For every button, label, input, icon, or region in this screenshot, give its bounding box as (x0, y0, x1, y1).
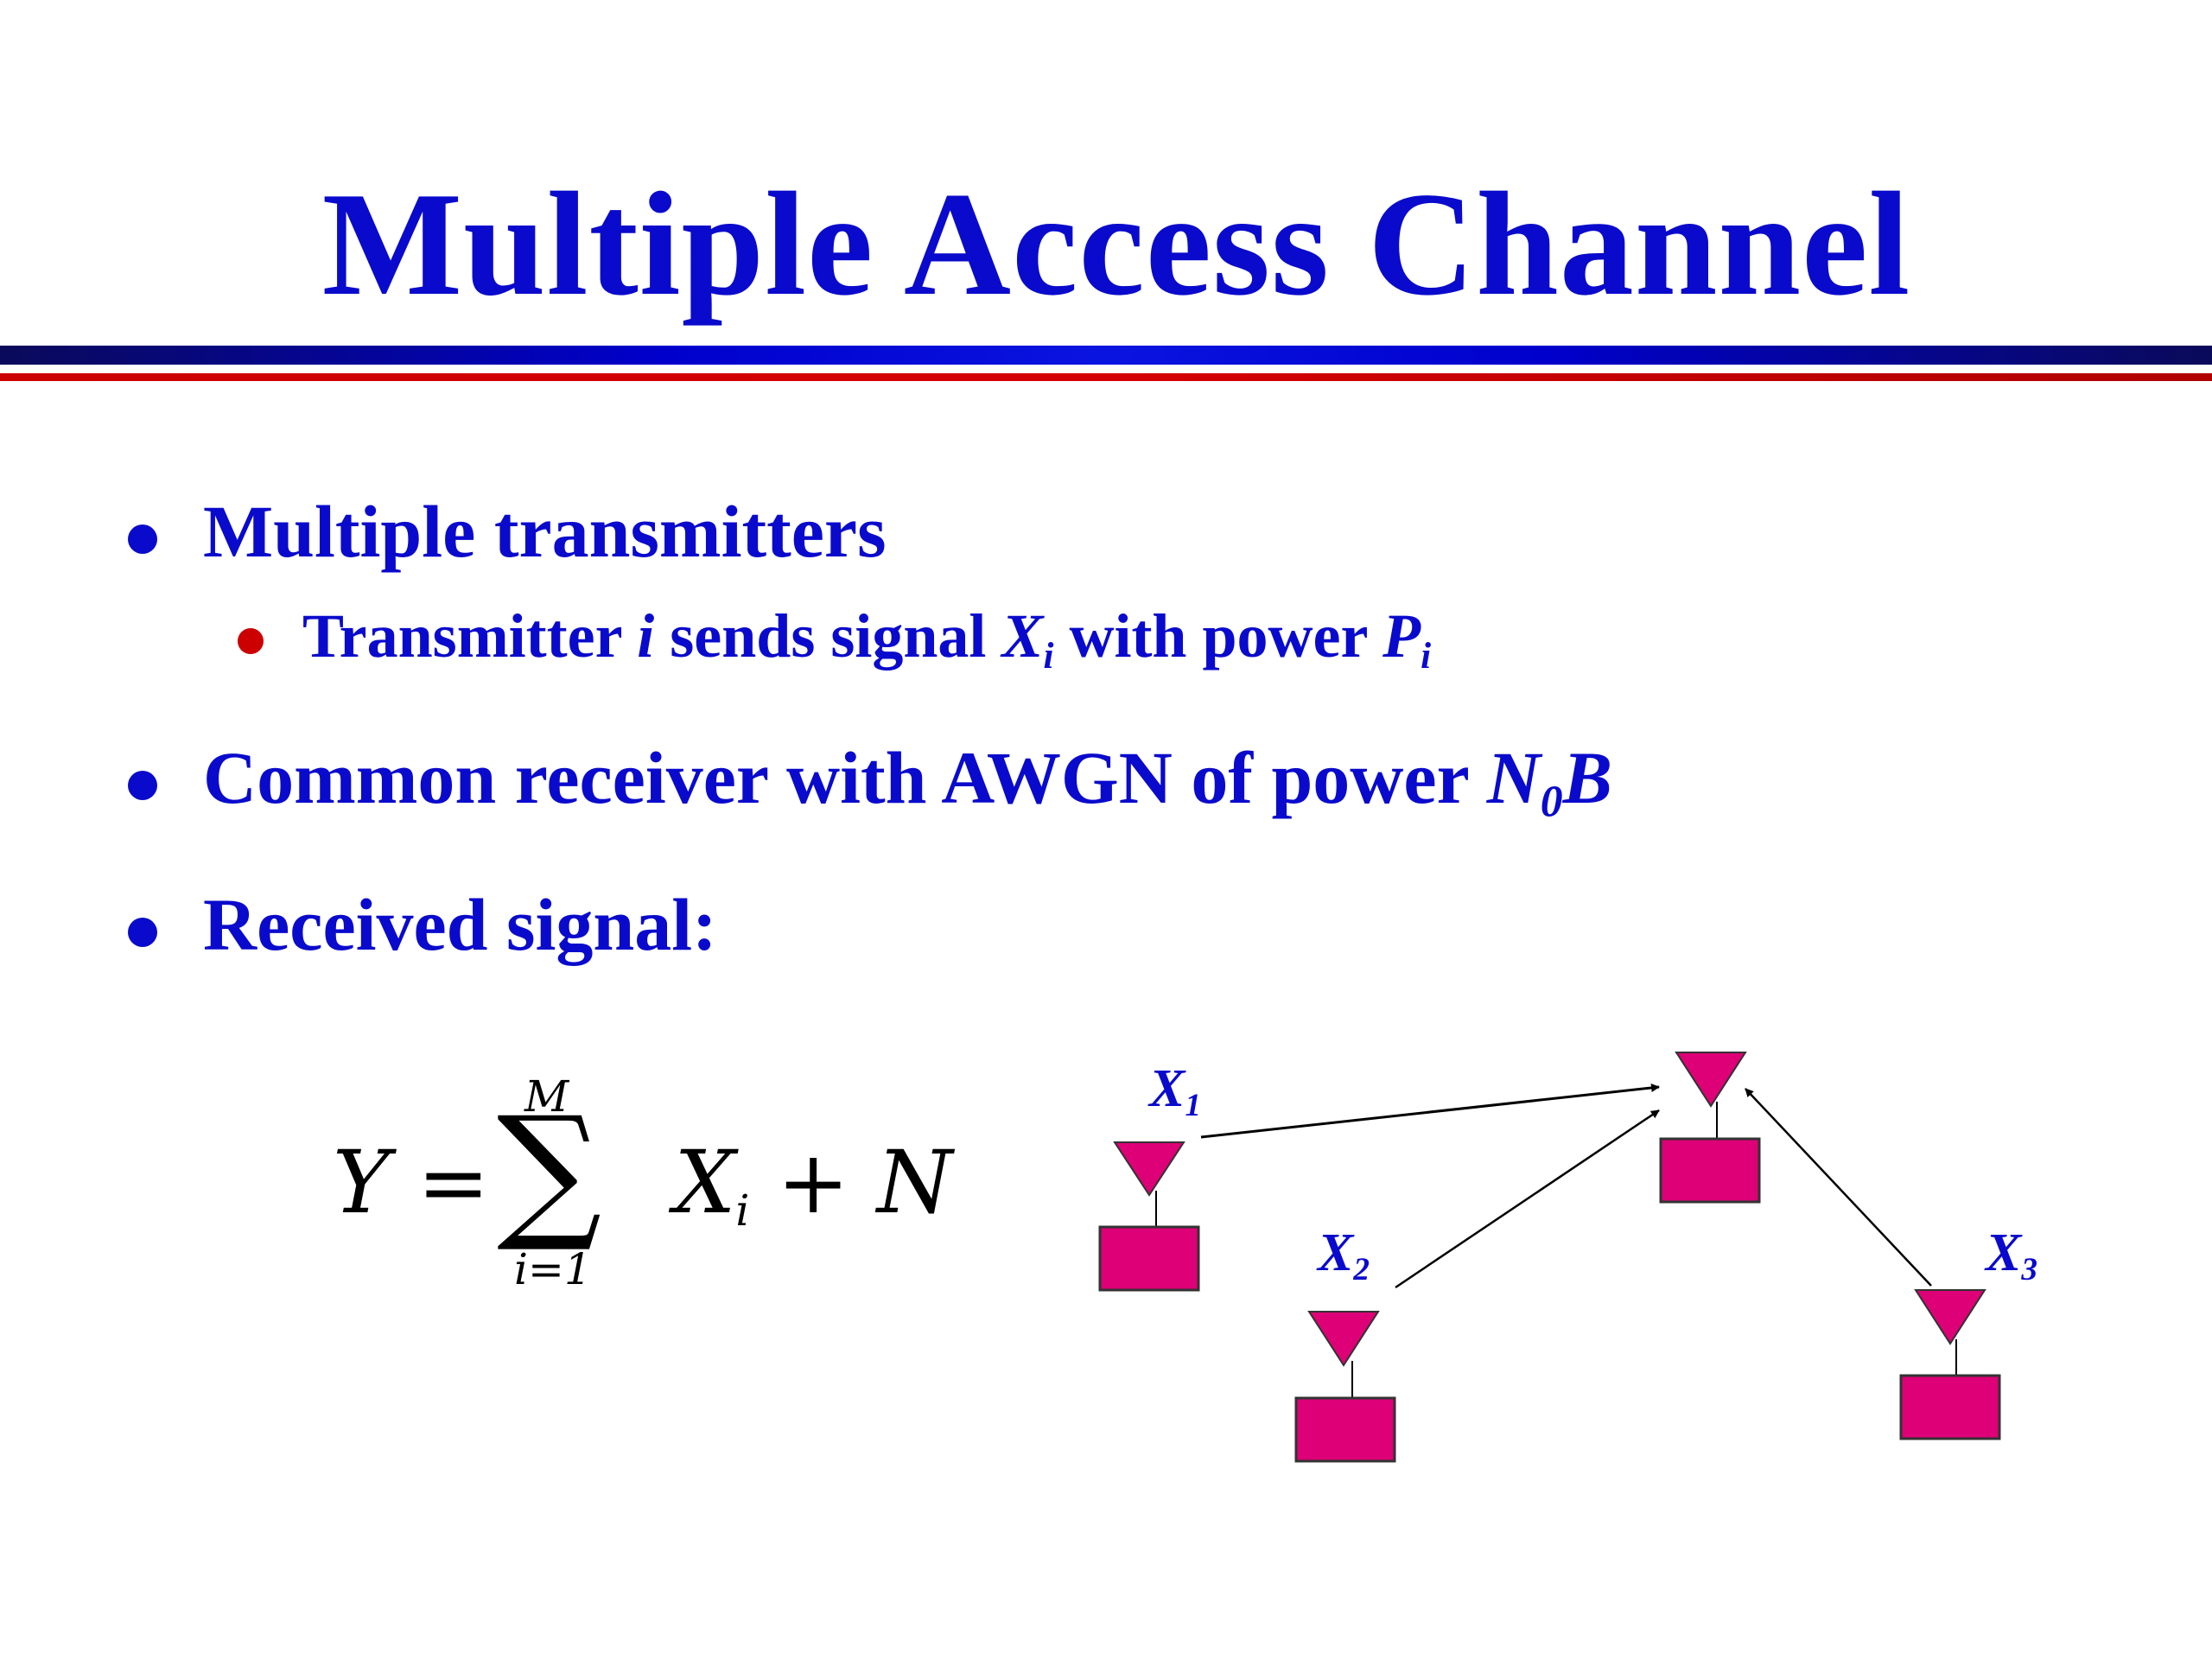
label-x3: X3 (1986, 1223, 2037, 1288)
sub-bullet-transmitter-i: Transmitter i sends signal Xi with power… (302, 601, 1431, 677)
transmitter-3 (1899, 1289, 2001, 1440)
sub-0: 0 (1540, 777, 1563, 827)
label-text: X (1318, 1224, 1354, 1282)
arrow-x2-to-receiver (1395, 1109, 1660, 1289)
eq-noise: N (876, 1132, 953, 1233)
transmitter-box (1899, 1374, 2001, 1440)
label-x2: X2 (1318, 1223, 1370, 1288)
label-text: X (1149, 1059, 1185, 1118)
title-rule-blue (0, 346, 2212, 365)
antenna-icon (1307, 1311, 1380, 1367)
eq-plus: + (777, 1132, 849, 1233)
bullet-multiple-transmitters: Multiple transmitters (203, 490, 887, 573)
bullet-common-receiver: Common receiver with AWGN of power N0B (203, 734, 1612, 827)
bullet-dot (128, 771, 157, 800)
sum-symbol: ∑ (497, 1085, 602, 1256)
bullet-dot (128, 918, 157, 947)
arrow-x3-to-receiver (1745, 1088, 1932, 1287)
transmitter-2 (1294, 1311, 1396, 1463)
sum-upper-limit: M (524, 1071, 569, 1122)
var-x: X (1001, 601, 1044, 671)
title-rule-red (0, 373, 2212, 381)
antenna-icon (1113, 1141, 1185, 1197)
var-n: N (1486, 736, 1541, 819)
sub-bullet-dot (238, 628, 264, 654)
eq-lhs: Y (333, 1132, 391, 1233)
receiver-box (1659, 1137, 1761, 1204)
slide-title: Multiple Access Channel (321, 162, 1911, 327)
var-p: P (1382, 601, 1421, 671)
text: with power (1053, 601, 1383, 671)
equation-main: Y = Xi + N (333, 1132, 952, 1236)
receiver (1659, 1052, 1761, 1204)
label-text: X (1986, 1224, 2022, 1282)
eq-term: X (674, 1132, 736, 1233)
sub-i: i (1043, 635, 1054, 677)
label-x1: X1 (1149, 1058, 1201, 1124)
transmitter-1 (1098, 1141, 1200, 1292)
arrow-x1-to-receiver (1200, 1084, 1660, 1139)
bullet-received-signal: Received signal: (203, 883, 717, 966)
text: Common receiver with AWGN of power (203, 736, 1487, 819)
label-sub: 2 (1353, 1252, 1370, 1288)
text: sends signal (654, 601, 1002, 671)
text: Transmitter (302, 601, 638, 671)
transmitter-box (1098, 1225, 1200, 1292)
sub-i: i (1421, 635, 1432, 677)
label-sub: 3 (2021, 1252, 2037, 1288)
var-b: B (1562, 736, 1612, 819)
eq-term-sub: i (735, 1185, 750, 1236)
sum-lower-text: i=1 (514, 1244, 592, 1294)
antenna-icon (1675, 1052, 1747, 1108)
transmitter-box (1294, 1396, 1396, 1463)
antenna-icon (1914, 1289, 1986, 1345)
var-i: i (637, 601, 655, 671)
label-sub: 1 (1185, 1088, 1201, 1124)
eq-equals: = (416, 1132, 490, 1233)
bullet-dot (128, 524, 157, 554)
sum-lower-limit: i=1 (514, 1244, 592, 1294)
